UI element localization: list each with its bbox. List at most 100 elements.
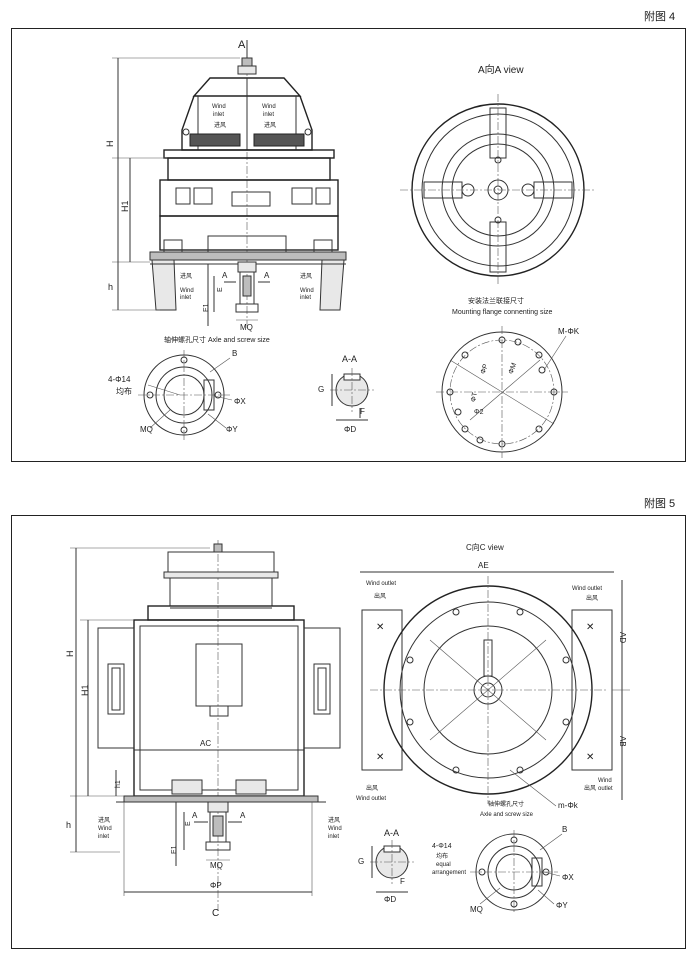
fig4-section-mark-right: A bbox=[264, 271, 270, 280]
fig4-bottom-inlet-right-2: Wind bbox=[300, 288, 314, 294]
fig4-flange: M-ΦK ΦP ΦM ΦT Φ2 bbox=[436, 326, 580, 458]
fig5-axle-MQ: MQ bbox=[470, 905, 483, 914]
fig5-view-caption-cn: 轴伸螺孔尺寸 bbox=[488, 800, 524, 808]
fig5-section: A-A G F ΦD bbox=[358, 828, 414, 904]
fig4-section: A-A G F ΦD bbox=[318, 354, 374, 434]
fig5-c-view: C向C view AE ✕ ✕ ✕ ✕ AD AB bbox=[356, 542, 630, 818]
fig5-outlet-bl-1: 出风 bbox=[366, 784, 378, 792]
fig4-flange-MK: M-ΦK bbox=[558, 327, 580, 336]
fig4-section-mark-left: A bbox=[222, 271, 228, 280]
fig5-dim-P: ΦP bbox=[210, 881, 222, 890]
fig4-dim-H: H bbox=[105, 141, 115, 148]
fig5-section-F: F bbox=[400, 877, 405, 886]
fig5-dim-h: h bbox=[66, 820, 71, 830]
fig4-bottom-inlet-right-3: inlet bbox=[300, 295, 311, 301]
fig5-section-mark-right: A bbox=[240, 811, 246, 820]
fig5-axle-even-3: arrangement bbox=[432, 870, 466, 876]
fig5-axle-B: B bbox=[562, 825, 567, 834]
figure-4-label: 附图 4 bbox=[644, 11, 676, 23]
fig5-section-mark-left: A bbox=[192, 811, 198, 820]
fig4-top-marker: A bbox=[238, 39, 246, 51]
fig4-wind-inlet-left-3: 进风 bbox=[214, 121, 226, 129]
fig5-axle-Y: ΦY bbox=[556, 901, 568, 910]
fig5-outlet-br-1: 出风 bbox=[584, 784, 596, 792]
fig5-axle-even-1: 均布 bbox=[436, 852, 448, 860]
fig5-bottom-marker: C bbox=[212, 908, 219, 919]
fig5-dim-E: E bbox=[185, 821, 192, 826]
fig5-dim-AD: AD bbox=[618, 632, 627, 643]
fig5-dim-AC: AC bbox=[200, 739, 211, 748]
fig4-axle-B: B bbox=[232, 349, 237, 358]
fig5-outlet-bl-2: Wind outlet bbox=[356, 796, 386, 802]
fig5-grille-br-icon: ✕ bbox=[586, 752, 594, 763]
fig5-dim-AE: AE bbox=[478, 561, 489, 570]
fig5-front-view: A A 进风 Wind inlet 进风 Wind inlet H H1 h h… bbox=[65, 540, 342, 919]
fig4-axle-even: 均布 bbox=[116, 386, 132, 396]
fig4-section-G: G bbox=[318, 385, 324, 394]
fig4-dim-H1: H1 bbox=[120, 200, 130, 212]
fig5-grille-tl-icon: ✕ bbox=[376, 622, 384, 633]
fig5-dim-H1: H1 bbox=[80, 684, 90, 696]
fig4-axle-end: 4-Φ14 均布 B ΦX ΦY MQ bbox=[108, 349, 246, 440]
fig5-bottom-inlet-right-2: Wind bbox=[328, 826, 342, 832]
fig4-view-caption-cn: 安装法兰联接尺寸 bbox=[468, 296, 524, 305]
fig4-wind-inlet-right-2: inlet bbox=[263, 112, 274, 118]
fig4-front-view: A Wind inlet 进风 Wind inlet 进风 bbox=[105, 39, 347, 344]
fig4-section-F: F bbox=[360, 407, 365, 416]
fig4-axle-X: ΦX bbox=[234, 397, 246, 406]
fig5-axle-X: ΦX bbox=[562, 873, 574, 882]
figure-5-label: 附图 5 bbox=[644, 498, 676, 510]
fig5-bottom-inlet-left-3: inlet bbox=[98, 834, 109, 840]
fig4-wind-inlet-right-3: 进风 bbox=[264, 121, 276, 129]
fig4-dim-h: h bbox=[108, 282, 113, 292]
fig4-flange-M: ΦM bbox=[508, 362, 519, 375]
fig5-dim-AB: AB bbox=[618, 736, 627, 747]
fig5-dim-h1: h1 bbox=[115, 780, 122, 788]
fig5-grille-bl-icon: ✕ bbox=[376, 752, 384, 763]
fig5-dim-E1: E1 bbox=[171, 845, 178, 854]
fig5-bottom-inlet-left-1: 进风 bbox=[98, 816, 110, 824]
fig4-bottom-inlet-right-1: 进风 bbox=[300, 272, 312, 280]
fig4-bottom-inlet-left-2: Wind bbox=[180, 288, 194, 294]
fig4-caption: 轴伸螺孔尺寸 Axle and screw size bbox=[164, 335, 270, 344]
fig5-outlet-br-2: Wind bbox=[598, 778, 612, 784]
fig5-outlet-tl-1: Wind outlet bbox=[366, 581, 396, 587]
fig5-outlet-tl-2: 出风 bbox=[374, 592, 386, 600]
fig5-outlet-tr-1: Wind outlet bbox=[572, 586, 602, 592]
fig5-view-caption-en: Axle and screw size bbox=[480, 812, 534, 818]
fig5-outlet-br-3: outlet bbox=[598, 786, 613, 792]
figure-5-sheet bbox=[11, 515, 686, 949]
fig5-bottom-inlet-right-3: inlet bbox=[328, 834, 339, 840]
fig5-axle-holes: 4-Φ14 bbox=[432, 843, 452, 850]
fig5-section-G: G bbox=[358, 857, 364, 866]
fig5-dim-MQ: MQ bbox=[210, 861, 223, 870]
fig4-axle-holes: 4-Φ14 bbox=[108, 375, 131, 384]
fig4-axle-Y: ΦY bbox=[226, 425, 238, 434]
fig5-outlet-tr-2: 出风 bbox=[586, 594, 598, 602]
fig5-section-title: A-A bbox=[384, 828, 399, 838]
fig4-flange-T: ΦT bbox=[470, 391, 479, 403]
fig4-view-title: A向A view bbox=[478, 63, 524, 76]
fig5-view-title: C向C view bbox=[466, 542, 504, 552]
fig5-bottom-inlet-right-1: 进风 bbox=[328, 816, 340, 824]
fig4-flange-2: Φ2 bbox=[474, 409, 484, 416]
fig5-dim-mK: m-Φk bbox=[558, 801, 579, 810]
fig4-wind-inlet-right-1: Wind bbox=[262, 104, 276, 110]
fig4-dim-E: E bbox=[217, 287, 224, 292]
fig5-grille-tr-icon: ✕ bbox=[586, 622, 594, 633]
fig5-section-D: ΦD bbox=[384, 895, 396, 904]
fig5-axle-end: 4-Φ14 均布 equal arrangement B ΦX ΦY MQ bbox=[432, 825, 574, 914]
fig4-flange-P: ΦP bbox=[480, 363, 490, 375]
fig5-axle-even-2: equal bbox=[436, 862, 451, 868]
fig4-view-caption-en: Mounting flange connenting size bbox=[452, 309, 553, 316]
fig4-dim-MQ: MQ bbox=[240, 323, 253, 332]
fig5-bottom-inlet-left-2: Wind bbox=[98, 826, 112, 832]
fig4-axle-MQ: MQ bbox=[140, 425, 153, 434]
fig4-bottom-inlet-left-3: inlet bbox=[180, 295, 191, 301]
fig4-bottom-inlet-left-1: 进风 bbox=[180, 272, 192, 280]
fig4-wind-inlet-left-2: inlet bbox=[213, 112, 224, 118]
fig4-dim-E1: E1 bbox=[203, 303, 210, 312]
fig4-section-D: ΦD bbox=[344, 425, 356, 434]
fig4-section-title: A-A bbox=[342, 354, 357, 364]
